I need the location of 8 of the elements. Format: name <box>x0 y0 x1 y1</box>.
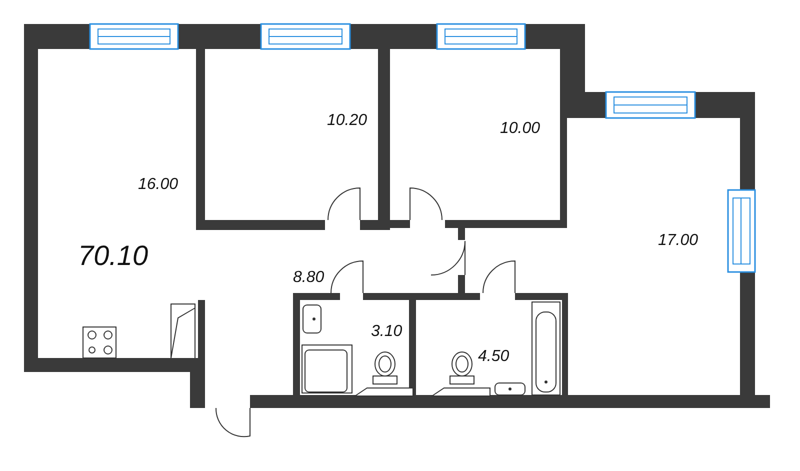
area-label: 70.10 <box>78 240 148 272</box>
area-label: 8.80 <box>293 269 324 288</box>
area-label: 10.20 <box>327 112 368 130</box>
area-label: 4.50 <box>478 348 510 366</box>
area-label: 3.10 <box>371 323 402 342</box>
area-label: 16.00 <box>138 176 178 194</box>
area-label: 17.00 <box>658 232 698 250</box>
area-label: 10.00 <box>500 120 540 138</box>
